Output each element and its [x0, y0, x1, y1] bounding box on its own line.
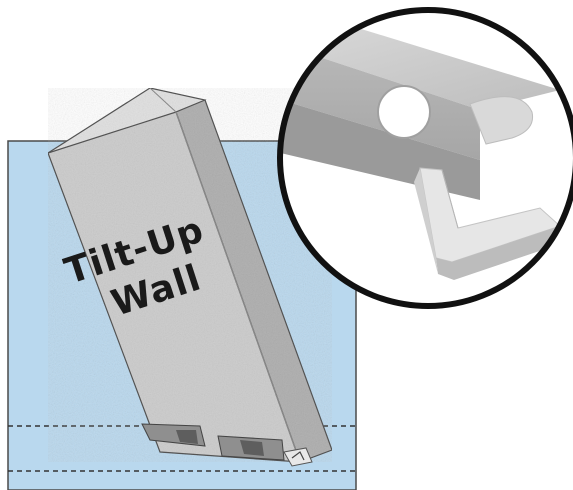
tilt-up-wall-illustration: Tilt-Up Wall [0, 0, 573, 490]
diagram-canvas: Tilt-Up Wall [0, 0, 573, 490]
